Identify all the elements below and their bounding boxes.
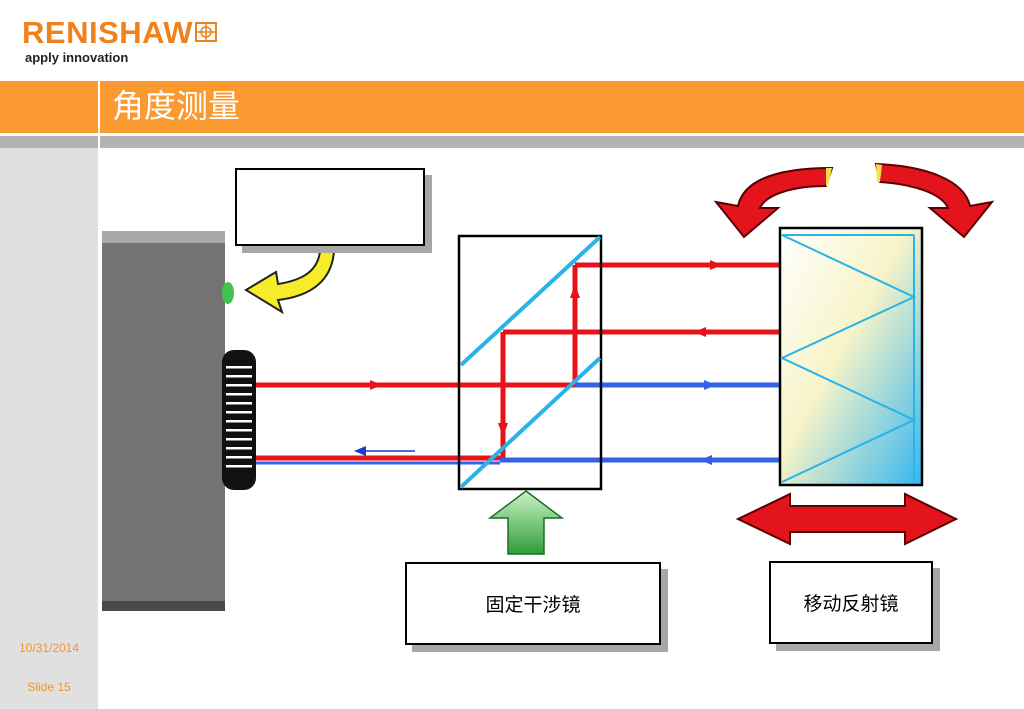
renishaw-logo: RENISHAW <box>22 15 218 50</box>
logo-mark-icon <box>195 22 218 46</box>
moving-retroreflector <box>778 226 924 487</box>
footer-date-text: 10/31/2014 <box>18 641 80 655</box>
curved-arrow-left-icon <box>713 166 834 239</box>
moving-reflector-label: 移动反射镜 <box>769 561 933 644</box>
top-label-box <box>235 168 425 246</box>
up-arrow-green-icon <box>487 490 565 555</box>
sidebar <box>0 148 98 709</box>
sub-bar-divider <box>98 136 100 148</box>
page-title: 角度测量 <box>112 87 241 125</box>
fixed-interferometer-label: 固定干涉镜 <box>405 562 661 645</box>
slide-number: Slide 15 <box>27 680 71 694</box>
title-bar: 角度测量 <box>0 81 1024 133</box>
laser-head <box>102 231 256 611</box>
footer-date: 10/31/2014 <box>0 641 98 656</box>
logo-tagline: apply innovation <box>25 50 129 65</box>
curved-arrow-yellow-icon <box>244 250 336 315</box>
curved-arrow-right-icon <box>874 162 995 239</box>
status-led-icon <box>222 282 234 304</box>
logo-wordmark: RENISHAW <box>22 15 194 50</box>
laser-beams <box>256 262 851 465</box>
double-arrow-icon <box>735 492 959 546</box>
title-bar-divider <box>98 81 100 133</box>
beam-direction-arrows <box>354 260 722 465</box>
fixed-interferometer <box>457 234 603 491</box>
sub-bar <box>0 136 1024 148</box>
